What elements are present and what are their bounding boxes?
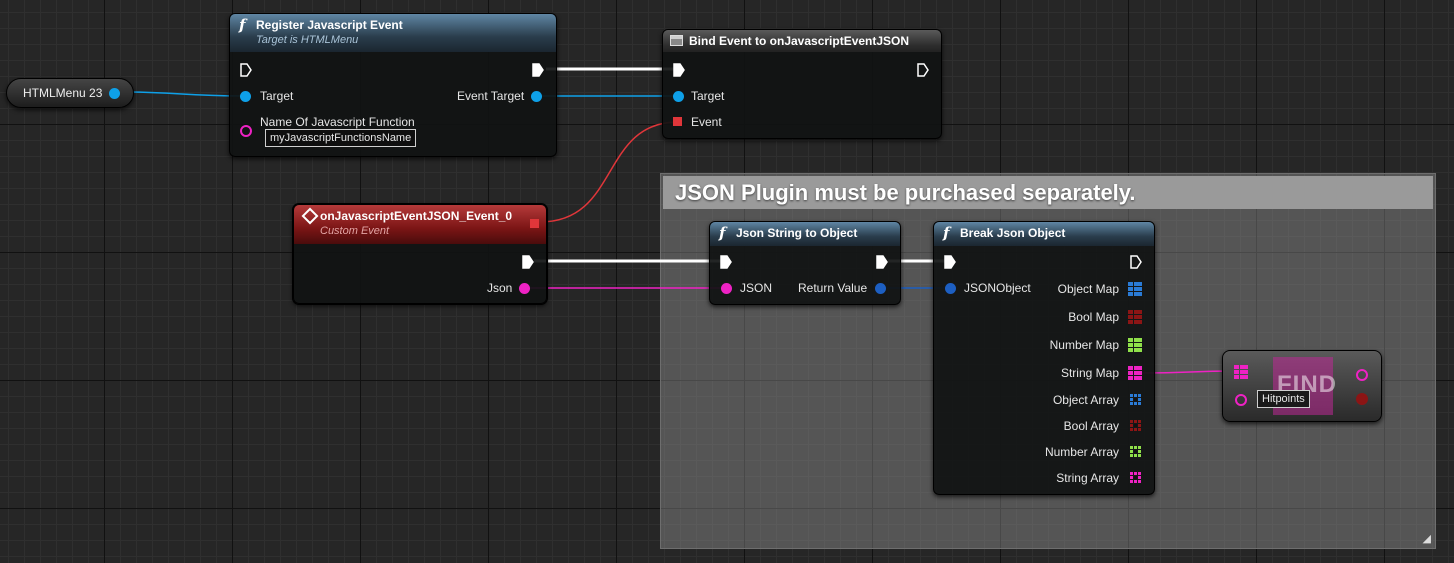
event-icon bbox=[301, 207, 319, 225]
node-title: Break Json Object bbox=[960, 226, 1066, 240]
json-label: JSON bbox=[740, 281, 773, 295]
node-header: f Break Json Object bbox=[934, 222, 1154, 246]
map-input-pin-icon[interactable] bbox=[1234, 365, 1248, 382]
wire-object bbox=[120, 91, 246, 97]
return-value-label: Return Value bbox=[798, 281, 868, 295]
string-array-label: String Array bbox=[1056, 471, 1119, 485]
exec-output-pin-icon[interactable] bbox=[917, 63, 929, 77]
register-javascript-event-node[interactable]: f Register Javascript Event Target is HT… bbox=[229, 13, 557, 157]
json-string-to-object-node[interactable]: f Json String to Object JSON Return Valu… bbox=[709, 221, 901, 305]
target-label: Target bbox=[691, 89, 725, 103]
json-label: Json bbox=[487, 281, 513, 295]
bool-map-label: Bool Map bbox=[1068, 310, 1119, 324]
key-input-pin[interactable] bbox=[1235, 394, 1247, 406]
node-header: onJavascriptEventJSON_Event_0 Custom Eve… bbox=[294, 205, 546, 244]
bind-event-icon bbox=[670, 35, 683, 46]
object-output-pin[interactable] bbox=[109, 88, 120, 99]
name-label: Name Of Javascript Function bbox=[260, 115, 415, 129]
bool-map-pin-icon[interactable] bbox=[1128, 310, 1142, 327]
number-array-label: Number Array bbox=[1044, 445, 1119, 459]
comment-title[interactable]: JSON Plugin must be purchased separately… bbox=[663, 176, 1433, 209]
exec-output-pin-icon[interactable] bbox=[876, 255, 888, 269]
exec-input-pin-icon[interactable] bbox=[240, 63, 252, 77]
exec-output-pin-icon[interactable] bbox=[522, 255, 534, 269]
exec-output-pin-icon[interactable] bbox=[532, 63, 544, 77]
function-icon: f bbox=[719, 224, 726, 242]
event-target-label: Event Target bbox=[457, 89, 525, 103]
json-output-pin[interactable] bbox=[519, 283, 530, 294]
delegate-output-pin[interactable] bbox=[530, 219, 539, 228]
event-label: Event bbox=[691, 115, 722, 129]
object-array-label: Object Array bbox=[1052, 393, 1119, 407]
function-icon: f bbox=[239, 16, 246, 34]
node-subtitle: Target is HTMLMenu bbox=[256, 34, 359, 46]
node-title: Register Javascript Event bbox=[256, 18, 403, 32]
node-title: Json String to Object bbox=[736, 226, 858, 240]
string-array-pin-icon[interactable] bbox=[1130, 472, 1144, 489]
found-output-pin[interactable] bbox=[1356, 393, 1368, 405]
number-map-pin-icon[interactable] bbox=[1128, 338, 1142, 355]
function-name-input[interactable]: myJavascriptFunctionsName bbox=[265, 129, 417, 147]
wire-delegate bbox=[539, 121, 679, 223]
function-icon: f bbox=[943, 224, 950, 242]
variable-label: HTMLMenu 23 bbox=[23, 86, 103, 100]
string-map-label: String Map bbox=[1060, 366, 1119, 380]
json-input-pin[interactable] bbox=[721, 283, 732, 294]
htmlmenu-variable-node[interactable]: HTMLMenu 23 bbox=[6, 78, 134, 108]
node-subtitle: Custom Event bbox=[320, 225, 390, 237]
node-header: Bind Event to onJavascriptEventJSON bbox=[663, 30, 941, 52]
event-target-pin[interactable] bbox=[531, 91, 542, 102]
event-delegate-pin[interactable] bbox=[673, 117, 682, 126]
node-title: onJavascriptEventJSON_Event_0 bbox=[320, 209, 513, 223]
string-map-pin-icon[interactable] bbox=[1128, 366, 1142, 383]
target-pin[interactable] bbox=[240, 91, 251, 102]
exec-input-pin-icon[interactable] bbox=[673, 63, 685, 77]
json-object-input-pin[interactable] bbox=[945, 283, 956, 294]
name-string-pin[interactable] bbox=[240, 125, 252, 137]
number-array-pin-icon[interactable] bbox=[1130, 446, 1144, 463]
bind-event-node[interactable]: Bind Event to onJavascriptEventJSON Targ… bbox=[662, 29, 942, 139]
target-label: Target bbox=[260, 89, 294, 103]
object-array-pin-icon[interactable] bbox=[1130, 394, 1144, 411]
resize-grip-icon[interactable]: ◢ bbox=[1422, 533, 1431, 545]
custom-event-node[interactable]: onJavascriptEventJSON_Event_0 Custom Eve… bbox=[293, 204, 547, 304]
node-header: f Json String to Object bbox=[710, 222, 900, 246]
target-pin[interactable] bbox=[673, 91, 684, 102]
number-map-label: Number Map bbox=[1049, 338, 1119, 352]
return-value-pin[interactable] bbox=[875, 283, 886, 294]
key-input[interactable]: Hitpoints bbox=[1257, 390, 1310, 408]
exec-output-pin-icon[interactable] bbox=[1130, 255, 1142, 269]
find-node[interactable]: FIND Hitpoints bbox=[1222, 350, 1382, 422]
break-json-object-node[interactable]: f Break Json Object JSONObject Object Ma… bbox=[933, 221, 1155, 495]
value-output-pin[interactable] bbox=[1356, 369, 1368, 381]
node-title: Bind Event to onJavascriptEventJSON bbox=[689, 34, 910, 48]
bool-array-label: Bool Array bbox=[1063, 419, 1119, 433]
exec-input-pin-icon[interactable] bbox=[944, 255, 956, 269]
object-map-pin-icon[interactable] bbox=[1128, 282, 1142, 299]
node-header: f Register Javascript Event Target is HT… bbox=[230, 14, 556, 52]
object-map-label: Object Map bbox=[1057, 282, 1119, 296]
json-object-label: JSONObject bbox=[964, 281, 1031, 295]
exec-input-pin-icon[interactable] bbox=[720, 255, 732, 269]
bool-array-pin-icon[interactable] bbox=[1130, 420, 1144, 437]
